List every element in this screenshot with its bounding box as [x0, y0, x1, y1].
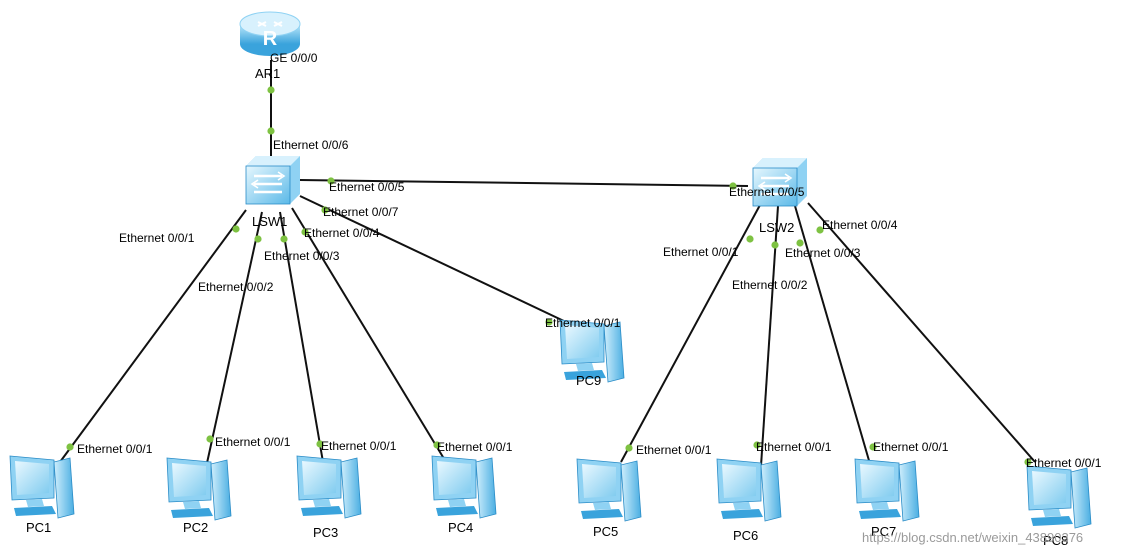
- switch-icon: [245, 156, 300, 205]
- port-dot-lsw2: [729, 182, 737, 190]
- device-label-pc9: PC9: [576, 373, 601, 388]
- link-lsw2-pc8[interactable]: [807, 202, 1036, 463]
- device-pc4[interactable]: PC4: [431, 455, 497, 535]
- device-label-pc4: PC4: [448, 520, 473, 535]
- port-label-pc8: Ethernet 0/0/1: [1026, 456, 1102, 470]
- device-pc9[interactable]: PC9: [559, 319, 625, 388]
- port-label-pc4: Ethernet 0/0/1: [437, 440, 513, 454]
- svg-text:R: R: [263, 28, 278, 50]
- port-dot-ar1: [267, 86, 275, 94]
- port-dot-lsw1: [267, 127, 275, 135]
- port-dot-pc8: [1024, 458, 1032, 466]
- port-label-pc9: Ethernet 0/0/1: [545, 316, 621, 330]
- port-label-pc3: Ethernet 0/0/1: [321, 439, 397, 453]
- device-label-pc5: PC5: [593, 524, 618, 539]
- links-layer: [59, 60, 1036, 467]
- port-label-lsw2: Ethernet 0/0/3: [785, 246, 861, 260]
- device-label-lsw1: LSW1: [252, 214, 287, 229]
- device-label-pc1: PC1: [26, 520, 51, 535]
- port-label-lsw1: Ethernet 0/0/2: [198, 280, 274, 294]
- link-lsw1-pc2[interactable]: [206, 211, 263, 464]
- port-dot-lsw2: [746, 235, 754, 243]
- port-label-lsw2: Ethernet 0/0/1: [663, 245, 739, 259]
- device-pc1[interactable]: PC1: [9, 455, 75, 535]
- device-lsw2[interactable]: LSW2: [752, 158, 807, 235]
- port-dot-pc4: [433, 441, 441, 449]
- device-lsw1[interactable]: LSW1: [245, 156, 300, 229]
- device-pc6[interactable]: PC6: [716, 458, 782, 543]
- port-label-ar1: GE 0/0/0: [270, 51, 318, 65]
- port-dot-lsw1: [254, 235, 262, 243]
- port-label-lsw2: Ethernet 0/0/4: [822, 218, 898, 232]
- port-dot-pc2: [206, 435, 214, 443]
- device-pc7[interactable]: PC7: [854, 458, 920, 539]
- port-label-lsw1: Ethernet 0/0/6: [273, 138, 349, 152]
- pc-icon: [716, 458, 782, 522]
- link-lsw2-pc5[interactable]: [620, 204, 761, 463]
- pc-icon: [431, 455, 497, 519]
- link-lsw2-pc7[interactable]: [794, 205, 871, 465]
- pc-icon: [1026, 465, 1092, 529]
- port-label-lsw1: Ethernet 0/0/3: [264, 249, 340, 263]
- port-dot-lsw2: [816, 226, 824, 234]
- device-pc3[interactable]: PC3: [296, 455, 362, 540]
- pc-icon: [559, 319, 625, 383]
- port-label-pc1: Ethernet 0/0/1: [77, 442, 153, 456]
- device-label-lsw2: LSW2: [759, 220, 794, 235]
- pc-icon: [166, 457, 232, 521]
- device-pc2[interactable]: PC2: [166, 457, 232, 535]
- device-label-pc6: PC6: [733, 528, 758, 543]
- port-dot-pc9: [545, 318, 553, 326]
- port-dot-lsw1: [280, 235, 288, 243]
- port-dot-lsw1: [327, 177, 335, 185]
- link-lsw2-pc6[interactable]: [760, 205, 779, 467]
- port-label-pc7: Ethernet 0/0/1: [873, 440, 949, 454]
- port-label-lsw2: Ethernet 0/0/2: [732, 278, 808, 292]
- port-dot-lsw1: [232, 225, 240, 233]
- port-label-pc6: Ethernet 0/0/1: [756, 440, 832, 454]
- port-label-pc5: Ethernet 0/0/1: [636, 443, 712, 457]
- pc-icon: [9, 455, 75, 519]
- pc-icon: [296, 455, 362, 519]
- port-label-lsw1: Ethernet 0/0/7: [323, 205, 399, 219]
- device-label-pc2: PC2: [183, 520, 208, 535]
- port-dot-pc7: [869, 443, 877, 451]
- device-pc5[interactable]: PC5: [576, 458, 642, 539]
- switch-icon: [752, 158, 807, 207]
- port-dot-lsw1: [321, 206, 329, 214]
- link-lsw1-pc4[interactable]: [291, 207, 447, 463]
- device-ar1[interactable]: R AR1: [239, 11, 301, 81]
- port-dot-pc1: [66, 443, 74, 451]
- port-label-lsw2: Ethernet 0/0/5: [729, 185, 805, 199]
- port-dot-pc6: [753, 441, 761, 449]
- device-label-pc7: PC7: [871, 524, 896, 539]
- port-label-pc2: Ethernet 0/0/1: [215, 435, 291, 449]
- port-dot-lsw1: [301, 228, 309, 236]
- port-dot-lsw2: [796, 239, 804, 247]
- device-label-ar1: AR1: [255, 66, 280, 81]
- port-dot-lsw2: [771, 241, 779, 249]
- port-label-lsw1: Ethernet 0/0/4: [304, 226, 380, 240]
- device-label-pc3: PC3: [313, 525, 338, 540]
- device-label-pc8: PC8: [1043, 533, 1068, 548]
- port-dot-pc5: [625, 444, 633, 452]
- watermark-text: https://blog.csdn.net/weixin_43890376: [862, 530, 1083, 545]
- port-dot-pc3: [316, 440, 324, 448]
- pc-icon: [854, 458, 920, 522]
- router-icon: R: [239, 11, 301, 56]
- link-lsw1-pc3[interactable]: [279, 211, 324, 463]
- pc-icon: [576, 458, 642, 522]
- link-lsw1-pc9[interactable]: [299, 195, 567, 323]
- port-label-lsw1: Ethernet 0/0/5: [329, 180, 405, 194]
- port-label-lsw1: Ethernet 0/0/1: [119, 231, 195, 245]
- link-lsw1-pc1[interactable]: [59, 209, 247, 463]
- link-lsw1-lsw2[interactable]: [299, 179, 749, 187]
- device-pc8[interactable]: PC8: [1026, 465, 1092, 548]
